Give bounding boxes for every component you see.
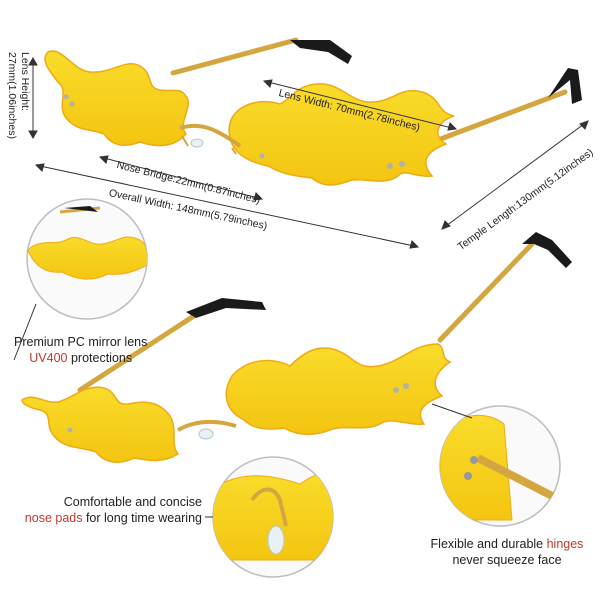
lens-callout: Premium PC mirror lens UV400 protections (14, 334, 147, 366)
right-lens (228, 83, 455, 186)
dimension-arrows (28, 56, 589, 249)
lens-callout-line1: Premium PC mirror lens (14, 335, 148, 349)
bottom-left-lens (21, 386, 180, 464)
hinge-callout-line2: never squeeze face (452, 553, 562, 567)
lens-height-label: Lens Height: (19, 52, 31, 111)
lens-height-value: 27mm(1.06inches) (6, 52, 18, 139)
hinge-callout-prefix: Flexible and durable (430, 537, 547, 551)
lens-closeup (26, 198, 148, 320)
nose-callout-line1: Comfortable and concise (63, 495, 202, 509)
hinge-callout: Flexible and durable hinges never squeez… (422, 536, 592, 568)
top-glasses (44, 37, 582, 186)
nose-callout: Comfortable and concise nose pads for lo… (14, 494, 202, 526)
nose-callout-rest: for long time wearing (82, 511, 202, 525)
nose-pads-highlight: nose pads (24, 511, 83, 525)
hinges-highlight: hinges (546, 537, 584, 551)
bottom-right-lens (225, 343, 452, 435)
hinge-callout-line1: Flexible and durable hinges (422, 536, 592, 552)
bottom-glasses (21, 232, 572, 464)
left-lens (44, 50, 189, 147)
lens-callout-line2: UV400 protections (14, 350, 147, 366)
hinge-closeup (439, 405, 561, 527)
nose-pad-closeup (212, 456, 334, 578)
lens-callout-rest: protections (67, 351, 133, 365)
nose-callout-line2: nose pads for long time wearing (14, 510, 202, 526)
uv400-highlight: UV400 (29, 351, 68, 365)
